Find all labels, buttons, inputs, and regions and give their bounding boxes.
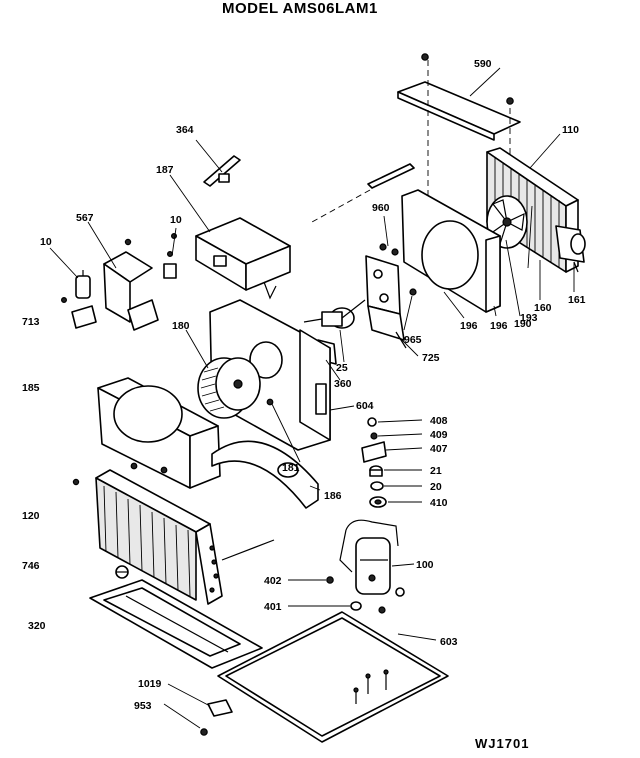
callout-187: 187 [156,164,174,176]
part-408-grommet [367,417,378,440]
callout-402: 402 [264,575,282,587]
part-713-clamp [60,297,97,329]
callout-100: 100 [416,559,434,571]
part-185-orifice-plate [97,377,221,489]
callout-364: 364 [176,124,194,136]
callout-603: 603 [440,636,458,648]
part-20-nut [370,481,384,491]
callout-746: 746 [22,560,40,572]
part-953-screw [200,728,208,736]
part-100-compressor [339,519,399,595]
part-196-shroud [401,189,501,313]
callout-25: 25 [336,362,348,374]
callout-960: 960 [372,202,390,214]
callout-410: 410 [430,497,448,509]
part-402-grommet [326,576,405,597]
part-604-bulkhead [209,299,331,451]
callout-21: 21 [430,465,442,477]
part-746-drain-plug [115,565,129,579]
callout-186: 186 [324,490,342,502]
callout-713: 713 [22,316,40,328]
part-410-washer [369,496,387,508]
callout-725: 725 [422,352,440,364]
callout-185: 185 [22,382,40,394]
callout-160: 160 [534,302,552,314]
part-364-thermostat [203,155,241,187]
callout-10: 10 [40,236,52,248]
callout-20: 20 [430,481,442,493]
part-186-drain-pan [211,440,319,509]
part-320-base-pan [89,579,263,669]
part-25-fan-motor [303,299,366,329]
part-590-top-cover [397,60,521,200]
callout-965: 965 [404,334,422,346]
part-1019-clip [207,699,233,717]
callout-180: 180 [172,320,190,332]
screw-icon [72,398,274,486]
part-407-clip [361,441,387,463]
callout-110: 110 [562,124,579,136]
part-180-blower-wheel [197,357,261,419]
callout-190: 190 [514,318,532,330]
callout-1019: 1019 [138,678,162,690]
callout-196: 196 [460,320,478,332]
callout-567: 567 [76,212,94,224]
callout-181: 181 [282,462,300,474]
callout-360: 360 [334,378,352,390]
diagram-code: WJ1701 [475,736,530,751]
part-725-motor-mount [365,255,407,349]
callout-10: 10 [170,214,182,226]
part-567-control-bracket [103,238,159,331]
callout-953: 953 [134,700,152,712]
part-187-control-box [195,217,291,300]
part-161-bracket [555,225,586,273]
callout-161: 161 [568,294,586,306]
diagram-title: MODEL AMS06LAM1 [222,0,378,17]
callout-196: 196 [490,320,508,332]
part-shaft-rod [311,163,415,223]
callout-590: 590 [474,58,492,70]
callout-407: 407 [430,443,448,455]
callout-120: 120 [22,510,40,522]
part-401-mount [350,601,386,614]
callout-409: 409 [430,429,448,441]
screw-icon [379,243,417,296]
part-603-base-plate [217,611,449,743]
screw-icon [421,53,514,105]
callout-193: 193 [520,312,538,324]
callout-401: 401 [264,601,282,613]
part-120-evaporator [95,469,275,605]
callout-320: 320 [28,620,46,632]
callout-604: 604 [356,400,374,412]
callout-408: 408 [430,415,448,427]
leader-lines [49,67,575,729]
part-21-spacer [369,465,383,477]
part-10-capacitor [75,270,91,299]
